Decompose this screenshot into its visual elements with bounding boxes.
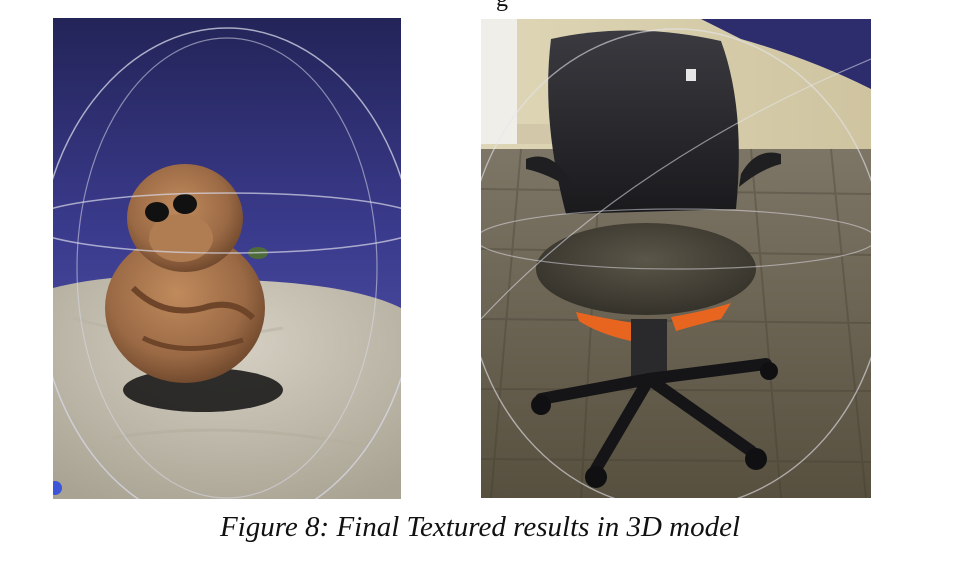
figure-monkey-model [53, 18, 401, 499]
figure-caption: Figure 8: Final Textured results in 3D m… [219, 511, 741, 543]
chair-model-render [481, 19, 871, 498]
figure-chair-model [481, 19, 871, 498]
page-top-text-fragment: g [496, 0, 508, 13]
monkey-model-render [53, 18, 401, 499]
